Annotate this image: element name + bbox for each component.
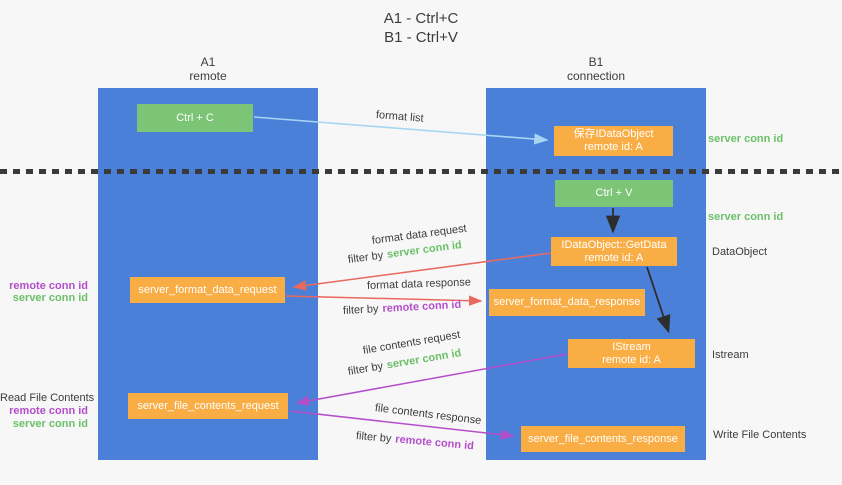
format-data-response-label: format data response: [366, 276, 472, 292]
read-file-contents-label: Read File Contents: [0, 392, 95, 404]
getdata-line1: IDataObject::GetData: [561, 238, 667, 251]
istream-line1: IStream: [612, 340, 651, 353]
server-format-data-response-label: server_format_data_response: [493, 296, 641, 308]
lane-a1-subtitle: remote: [189, 69, 227, 83]
istream-node: IStream remote id: A: [568, 339, 695, 368]
server-conn-id-right-1: server conn id: [708, 133, 784, 145]
lane-b1-title: B1: [588, 55, 604, 69]
remote-conn-id-left-1: remote conn id: [9, 280, 88, 292]
filter-by-text: filter by: [342, 303, 379, 317]
server-file-contents-response-label: server_file_contents_response: [528, 432, 678, 445]
diagram-title: A1 - Ctrl+C B1 - Ctrl+V: [0, 9, 842, 47]
server-format-data-response-node: server_format_data_response: [489, 289, 645, 316]
remote-conn-id-text: remote conn id: [394, 433, 475, 453]
server-file-contents-response-node: server_file_contents_response: [521, 426, 685, 452]
server-format-data-request-label: server_format_data_request: [138, 283, 277, 296]
server-format-data-request-node: server_format_data_request: [130, 277, 285, 303]
remote-conn-id-left-2: remote conn id: [9, 405, 88, 417]
ctrl-c-label: Ctrl + C: [176, 111, 214, 124]
dotted-separator: [0, 169, 842, 174]
getdata-node: IDataObject::GetData remote id: A: [551, 237, 677, 266]
file-contents-response-label: file contents response: [374, 402, 482, 427]
server-conn-id-left-2: server conn id: [12, 418, 88, 430]
save-idataobject-line1: 保存IDataObject: [573, 128, 654, 140]
title-line-2: B1 - Ctrl+V: [384, 29, 458, 46]
dataobject-label: DataObject: [712, 246, 768, 258]
write-file-contents-label: Write File Contents: [713, 429, 807, 441]
format-list-label: format list: [375, 109, 425, 125]
filter-by-text: filter by: [347, 249, 384, 266]
getdata-line2: remote id: A: [584, 251, 644, 264]
lane-a1-title: A1: [200, 55, 216, 69]
remote-conn-id-text: remote conn id: [382, 298, 462, 315]
save-idataobject-line2: remote id: A: [584, 141, 643, 153]
server-conn-id-left-1: server conn id: [12, 292, 88, 304]
title-line-1: A1 - Ctrl+C: [383, 10, 459, 27]
lane-header-b1: B1 connection: [486, 55, 706, 83]
istream-line2: remote id: A: [602, 353, 661, 366]
filter-by-text: filter by: [347, 360, 384, 378]
lane-header-a1: A1 remote: [98, 55, 318, 83]
ctrl-c-node: Ctrl + C: [137, 104, 253, 132]
server-conn-id-right-2: server conn id: [708, 211, 784, 223]
ctrl-v-label: Ctrl + V: [595, 187, 633, 199]
istream-side-label: Istream: [712, 349, 749, 361]
server-file-contents-request-node: server_file_contents_request: [128, 393, 288, 419]
lane-b1-subtitle: connection: [566, 69, 626, 83]
ctrl-v-node: Ctrl + V: [555, 180, 673, 207]
filter-by-text: filter by: [355, 430, 392, 446]
save-idataobject-node: 保存IDataObject remote id: A: [554, 126, 673, 156]
server-file-contents-request-label: server_file_contents_request: [137, 399, 279, 412]
